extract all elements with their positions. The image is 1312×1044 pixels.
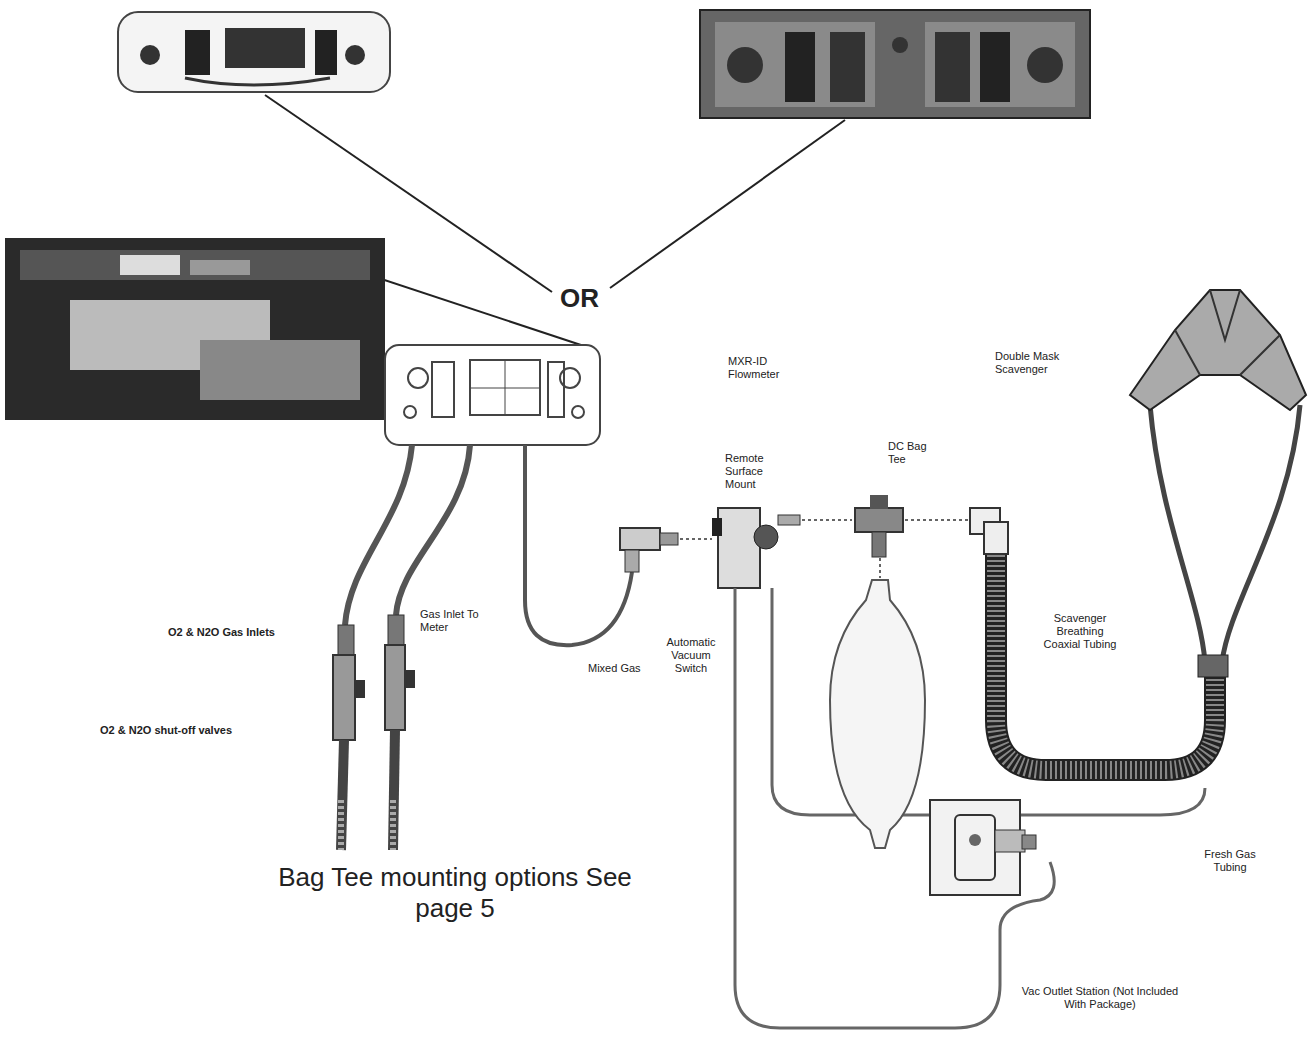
flowmeter-panel	[700, 10, 1090, 118]
switch-inlet	[625, 550, 639, 572]
photo-detail	[190, 260, 250, 275]
shut-off-valve	[333, 655, 355, 740]
hose-fitting	[388, 615, 404, 645]
hose-ribbing	[390, 800, 396, 850]
connection-dash	[879, 558, 881, 578]
photo-detail	[200, 340, 360, 400]
nasal-mask	[1130, 290, 1306, 410]
knob	[408, 368, 428, 388]
mixed-gas-hose	[525, 445, 632, 645]
flow-tube	[315, 30, 337, 75]
tee-cap	[870, 495, 888, 509]
bag-tee	[855, 508, 903, 532]
gas-hose	[396, 445, 470, 615]
mount-spout	[778, 515, 800, 525]
vacuum-switch	[620, 528, 660, 550]
indicator	[892, 37, 908, 53]
panel-half	[925, 22, 1075, 107]
or-label: OR	[560, 283, 599, 314]
display	[225, 28, 305, 68]
coaxial-tubing	[996, 555, 1215, 770]
outlet-plate	[955, 815, 995, 880]
outlet-port	[969, 834, 981, 846]
photo-detail	[120, 255, 180, 275]
knob	[404, 406, 416, 418]
mask-detail	[1175, 290, 1280, 375]
valve-handle	[405, 670, 415, 688]
part-label: Double Mask Scavenger	[995, 350, 1087, 376]
outlet-connector	[1022, 835, 1036, 849]
flow-tube	[830, 32, 865, 102]
flow-tube	[548, 362, 564, 417]
supply-hose	[393, 730, 395, 850]
note-text: Bag Tee mounting options See page 5	[275, 862, 635, 923]
part-label: Scavenger Breathing Coaxial Tubing	[1040, 612, 1120, 651]
hose-ribbing	[338, 800, 344, 850]
display	[470, 360, 540, 415]
supply-hose	[341, 740, 344, 850]
handle	[185, 78, 330, 85]
switch-nozzle	[660, 533, 678, 545]
part-label: DC Bag Tee	[888, 440, 936, 466]
elbow-fitting	[984, 522, 1008, 554]
connection-dash	[905, 519, 968, 521]
mount-dial	[754, 525, 778, 549]
flow-tube	[935, 32, 970, 102]
leader-line	[610, 120, 845, 288]
shut-off-valve	[385, 645, 405, 730]
flow-tube	[785, 32, 815, 102]
tubing-ribbing	[996, 555, 1215, 770]
valve-handle	[355, 680, 365, 698]
tee-stem	[872, 532, 886, 557]
connection-dash	[680, 538, 712, 540]
knob	[572, 406, 584, 418]
outlet-connector	[995, 830, 1025, 852]
knob	[727, 47, 763, 83]
panel-half	[715, 22, 875, 107]
cabinet-photo	[5, 238, 385, 420]
photo-detail	[20, 250, 370, 280]
part-label: Gas Inlet To Meter	[420, 608, 480, 634]
display-line	[470, 388, 540, 389]
surface-mount	[718, 508, 760, 588]
hose-fitting	[338, 625, 354, 655]
part-label: Vac Outlet Station (Not Included With Pa…	[1020, 985, 1180, 1011]
reservoir-bag	[830, 580, 925, 848]
mount-knob	[712, 518, 722, 536]
part-label: MXR-ID Flowmeter	[728, 355, 798, 381]
part-label: Fresh Gas Tubing	[1195, 848, 1265, 874]
knob	[345, 45, 365, 65]
knob	[1027, 47, 1063, 83]
mask-hose	[1222, 405, 1300, 662]
part-label: Remote Surface Mount	[725, 452, 785, 491]
part-label: O2 & N2O Gas Inlets	[168, 626, 275, 639]
knob	[140, 45, 160, 65]
mask-hose	[1150, 405, 1205, 662]
flow-tube	[980, 32, 1010, 102]
hose-junction	[1198, 655, 1228, 677]
part-label: Mixed Gas	[588, 662, 641, 675]
flowmeter	[385, 345, 600, 445]
flow-tube	[432, 362, 454, 417]
connection-dash	[802, 519, 852, 521]
flow-tube	[185, 30, 210, 75]
flowmeter-panel	[118, 12, 390, 92]
part-label: O2 & N2O shut-off valves	[100, 724, 232, 737]
part-label: Automatic Vacuum Switch	[660, 636, 722, 675]
